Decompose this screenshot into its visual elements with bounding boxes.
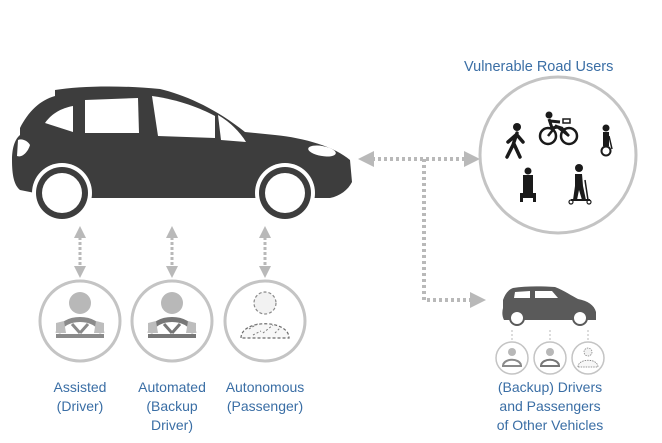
label-line: Driver)	[151, 417, 193, 433]
hoverboard-icon	[520, 167, 536, 202]
segway-icon	[600, 124, 613, 157]
small-car-icon	[502, 286, 596, 326]
vulnerable-road-users-group	[478, 75, 638, 235]
label-line: Assisted	[53, 379, 107, 395]
label-line: (Backup) Drivers	[497, 379, 603, 395]
autonomous-passenger-icon	[223, 279, 307, 363]
vru-title: Vulnerable Road Users	[464, 59, 614, 75]
label-line: (Passenger)	[226, 398, 304, 414]
cyclist-icon	[538, 111, 579, 146]
pedestrian-icon	[505, 123, 525, 159]
connector-main-to-other-vehicles	[422, 159, 486, 308]
label-automated: Automated (Backup Driver)	[122, 378, 222, 435]
label-line: Automated	[138, 379, 206, 395]
label-line: and Passengers	[499, 398, 601, 414]
assisted-driver-icon	[38, 279, 122, 363]
label-line: Autonomous	[225, 379, 305, 395]
other-passenger-icon	[571, 341, 605, 375]
label-line: (Driver)	[56, 398, 104, 414]
label-other-vehicles: (Backup) Drivers and Passengers of Other…	[480, 378, 620, 435]
label-line: of Other Vehicles	[496, 417, 604, 433]
other-backup-driver-icon	[533, 341, 567, 375]
automated-backup-driver-icon	[130, 279, 214, 363]
kick-scooter-icon	[568, 164, 592, 205]
other-driver-icon	[495, 341, 529, 375]
label-assisted: Assisted (Driver)	[30, 378, 130, 416]
suv-car-icon	[12, 86, 352, 223]
label-line: (Backup	[146, 398, 198, 414]
label-autonomous: Autonomous (Passenger)	[210, 378, 320, 416]
